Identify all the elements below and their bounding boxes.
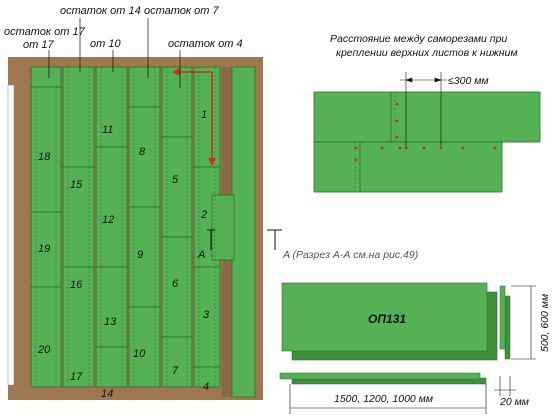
panel-sheet-12	[95, 146, 128, 268]
wall-elevation	[7, 18, 282, 400]
sheet-number: 3	[203, 309, 210, 321]
panel-sheet-15	[62, 66, 95, 168]
sheet-number: 12	[102, 214, 114, 226]
panel-sheet-10	[128, 306, 161, 388]
sheet-number: 19	[38, 243, 50, 255]
remainder-label-14: остаток от 14	[60, 5, 141, 17]
product-sheet-drawing	[279, 282, 536, 414]
sheet-number: 10	[133, 348, 146, 360]
sheet-number: 4	[203, 381, 209, 393]
section-marker-left: A	[197, 249, 205, 261]
sheet-number: 7	[172, 365, 179, 377]
remainder-label-17: остаток от 17	[4, 26, 86, 38]
section-caption: A (Разрез А-А см.на рис.49)	[282, 249, 418, 261]
sheet-number: 8	[139, 146, 146, 158]
sheet-number: 17	[70, 371, 83, 383]
fastener-note-line1: Расстояние между саморезами при	[330, 33, 507, 45]
fastener-note-line2: креплении верхних листов к нижним	[336, 47, 518, 59]
sheet-number: 16	[70, 279, 83, 291]
product-name: ОП131	[368, 312, 406, 326]
panel-sheet-18	[30, 86, 62, 213]
sheet-number: 20	[37, 344, 51, 356]
left-gap	[7, 84, 15, 386]
remainder-label-17-cont: от 17	[23, 39, 54, 51]
product-length: 1500, 1200, 1000 мм	[334, 393, 433, 405]
panel-strip	[30, 66, 62, 88]
fastener-spacing-value: ≤300 мм	[448, 75, 489, 87]
install-direction-arrow	[172, 68, 216, 166]
sheet-number: 13	[104, 316, 117, 328]
product-thickness: 20 мм	[499, 396, 529, 408]
panel-strip	[128, 66, 161, 108]
remainder-label-7: остаток от 7	[144, 5, 220, 17]
panel-sheet-3	[193, 266, 221, 368]
panel-sheet-20	[30, 286, 62, 388]
sheet-number: 5	[172, 174, 179, 186]
sheet-numbers: 1 2 3 4 5 6 7 8 9 10 11 12 13 14 15 16 1…	[37, 109, 210, 400]
remainder-label-4: остаток от 4	[168, 38, 243, 50]
panel-sheet-7	[161, 336, 193, 388]
sheet-number: 9	[137, 249, 143, 261]
panel-protrusion	[211, 194, 235, 261]
sheet-number: 1	[201, 109, 207, 121]
fastener-spacing-diagram	[313, 72, 541, 193]
sheet-number: 11	[102, 124, 113, 136]
sheet-number: 2	[200, 209, 207, 221]
panel-sheet-5	[161, 136, 193, 238]
remainder-label-10: от 10	[90, 38, 121, 50]
panel-sheet-13	[95, 266, 128, 348]
panel-strip	[161, 66, 193, 138]
sheet-number: 15	[70, 179, 83, 191]
sheet-number: 6	[172, 278, 179, 290]
panel-right	[231, 66, 256, 398]
panel-sheet-14	[95, 346, 128, 388]
panel-sheet-9	[128, 206, 161, 308]
sheet-number: 18	[38, 151, 51, 163]
sheet-number: 14	[101, 388, 113, 400]
product-height: 500, 600 мм	[539, 294, 551, 352]
panel-sheet-4	[193, 366, 221, 388]
